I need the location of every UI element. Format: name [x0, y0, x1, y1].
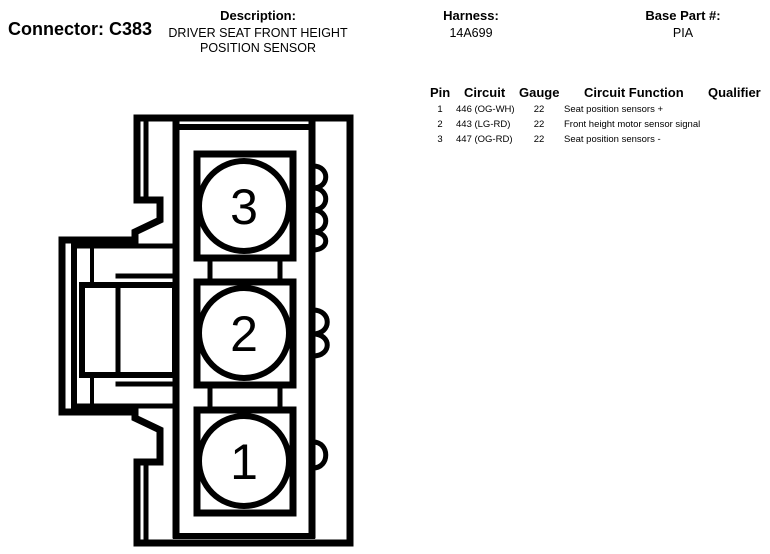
- row-function: Seat position sensors +: [564, 104, 664, 115]
- row-gauge: 22: [533, 119, 545, 130]
- harness-label: Harness:: [443, 8, 499, 23]
- row-pin: 3: [437, 134, 443, 145]
- base-part-value: PIA: [672, 26, 694, 40]
- column-header-circuit-function: Circuit Function: [584, 85, 684, 100]
- pin-3-circle: [196, 158, 292, 254]
- column-header-qualifier: Qualifier: [708, 85, 761, 100]
- pin-label-2: 2: [230, 306, 258, 362]
- cavity-separator-bottom: [207, 382, 283, 413]
- right-bumps-upper: [310, 163, 329, 253]
- column-header-gauge: Gauge: [519, 85, 560, 100]
- row-pin: 2: [437, 119, 443, 130]
- row-circuit: 443 (LG-RD): [456, 119, 511, 130]
- row-function: Front height motor sensor signal: [564, 119, 701, 130]
- pin-label-1: 1: [230, 434, 258, 490]
- row-gauge: 22: [533, 104, 545, 115]
- pin-1-circle: [196, 413, 292, 509]
- harness-block: Harness: 14A699: [420, 8, 522, 41]
- housing-outline: [58, 114, 354, 547]
- right-bumps-lower: [310, 439, 329, 471]
- row-circuit: 447 (OG-RD): [456, 134, 513, 145]
- base-part-label: Base Part #:: [645, 8, 721, 23]
- cavity-separator-top: [207, 255, 283, 285]
- pin-label-3: 3: [230, 179, 258, 235]
- column-header-pin: Pin: [430, 85, 451, 100]
- row-function: Seat position sensors -: [564, 134, 661, 145]
- base-part-block: Base Part #: PIA: [628, 8, 738, 41]
- description-line-1: DRIVER SEAT FRONT HEIGHT: [168, 26, 348, 40]
- description-line-2: POSITION SENSOR: [200, 41, 316, 55]
- description-block: Description: DRIVER SEAT FRONT HEIGHT PO…: [160, 8, 356, 56]
- row-circuit: 446 (OG-WH): [456, 104, 515, 115]
- right-bumps-middle: [310, 307, 330, 359]
- pin-2-circle: [196, 285, 292, 381]
- harness-value: 14A699: [449, 26, 493, 40]
- row-pin: 1: [437, 104, 443, 115]
- row-gauge: 22: [533, 134, 545, 145]
- column-header-circuit: Circuit: [464, 85, 506, 100]
- latch-block: [79, 282, 178, 378]
- connector-title: Connector: C383: [8, 19, 153, 39]
- description-label: Description:: [220, 8, 296, 23]
